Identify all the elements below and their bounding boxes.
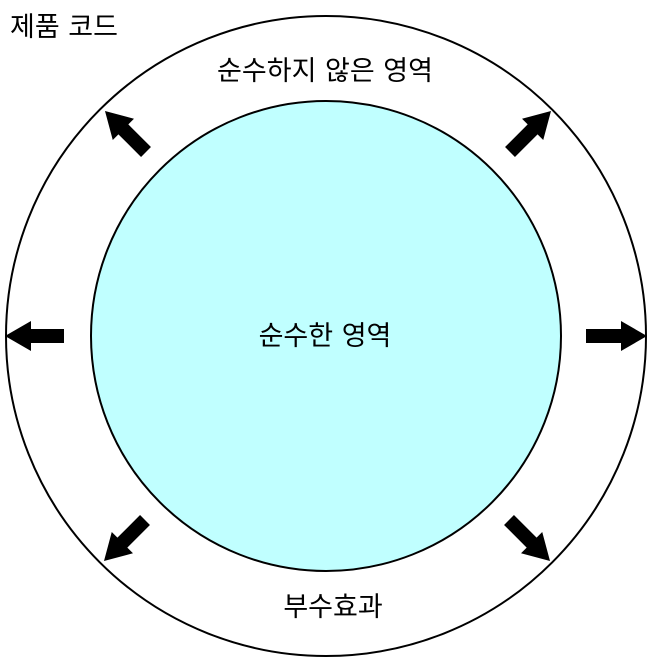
impure-region-label: 순수하지 않은 영역 [217,56,433,87]
arrow-left-icon [5,321,64,351]
side-effect-arrows [5,110,647,562]
arrow-down-left-icon [103,515,150,562]
pure-region-label: 순수한 영역 [259,321,392,352]
arrow-up-right-icon [505,110,552,157]
arrow-right-icon [586,321,647,351]
pure-region-circle [90,100,562,572]
product-code-label: 제품 코드 [10,12,118,43]
arrow-up-left-icon [104,110,151,157]
side-effects-label: 부수효과 [283,592,382,623]
arrow-down-right-icon [504,515,551,562]
